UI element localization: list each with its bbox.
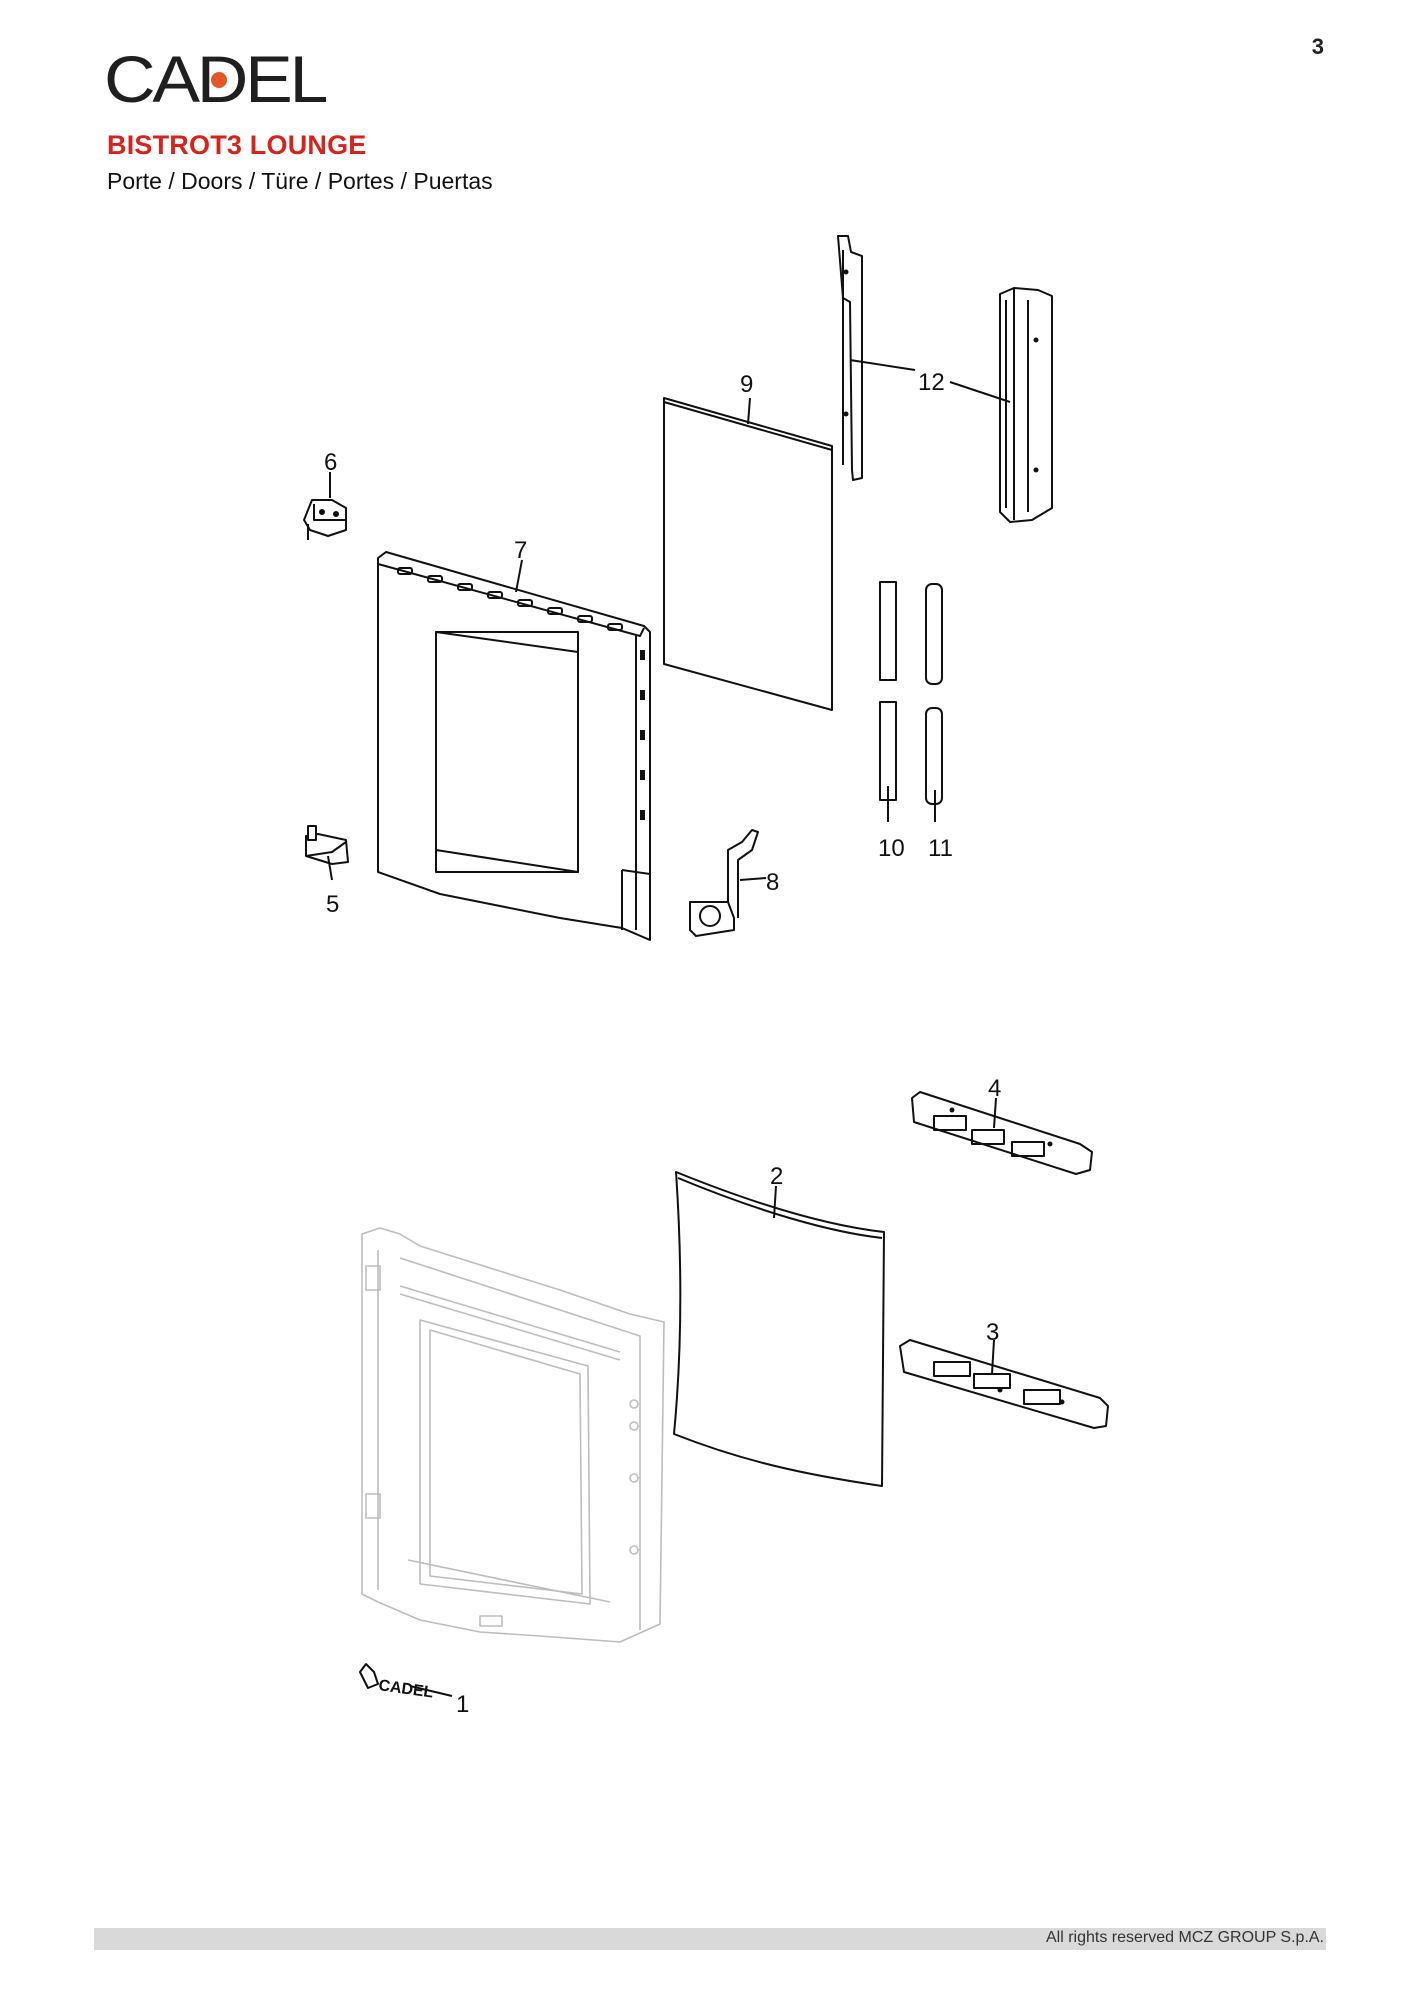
part-8-bracket (689, 829, 759, 937)
callout-9: 9 (740, 371, 753, 398)
part-11-gaskets (925, 583, 943, 805)
part-2-curved-glass (673, 1171, 885, 1487)
callout-7: 7 (514, 537, 527, 564)
callout-2: 2 (770, 1163, 783, 1190)
callout-8: 8 (766, 869, 779, 896)
leader-7 (515, 559, 523, 593)
callout-4: 4 (988, 1075, 1001, 1102)
product-title: BISTROT3 LOUNGE (107, 130, 367, 160)
leader-9 (747, 397, 751, 425)
part-4-upper-glass-holder (911, 1091, 1093, 1175)
callout-5: 5 (326, 891, 339, 918)
part-6-upper-hinge (303, 499, 347, 540)
page-number: 3 (1311, 34, 1324, 59)
leader-12 (849, 359, 1011, 403)
leader-8 (739, 877, 767, 881)
part-7-door-frame (377, 551, 651, 941)
part-10-gaskets (879, 581, 897, 801)
leader-2 (773, 1185, 777, 1219)
callout-6: 6 (324, 449, 337, 476)
part-5-lower-hinge (305, 825, 349, 865)
footer-bar (94, 1928, 1326, 1950)
part-3-lower-glass-holder (899, 1339, 1109, 1429)
footer-copyright: All rights reserved MCZ GROUP S.p.A. (1046, 1929, 1324, 1946)
page-subtitle: Porte / Doors / Türe / Portes / Puertas (107, 168, 493, 194)
callout-12: 12 (918, 369, 945, 396)
callout-3: 3 (986, 1319, 999, 1346)
leader-4 (993, 1097, 997, 1129)
cadel-logo: CADEL (104, 46, 326, 110)
callout-10: 10 (878, 835, 905, 862)
callout-1: 1 (456, 1691, 469, 1718)
leader-3 (991, 1339, 995, 1375)
part-12-right-channel (999, 287, 1053, 523)
part-9-glass (663, 397, 833, 711)
part-1-logo-badge: CADEL (359, 1663, 435, 1702)
part-1-door-assembly (361, 1227, 665, 1643)
leader-1 (409, 1685, 453, 1697)
leader-5 (327, 855, 333, 881)
part-12-left-profile (837, 235, 863, 481)
callout-11: 11 (928, 835, 953, 862)
